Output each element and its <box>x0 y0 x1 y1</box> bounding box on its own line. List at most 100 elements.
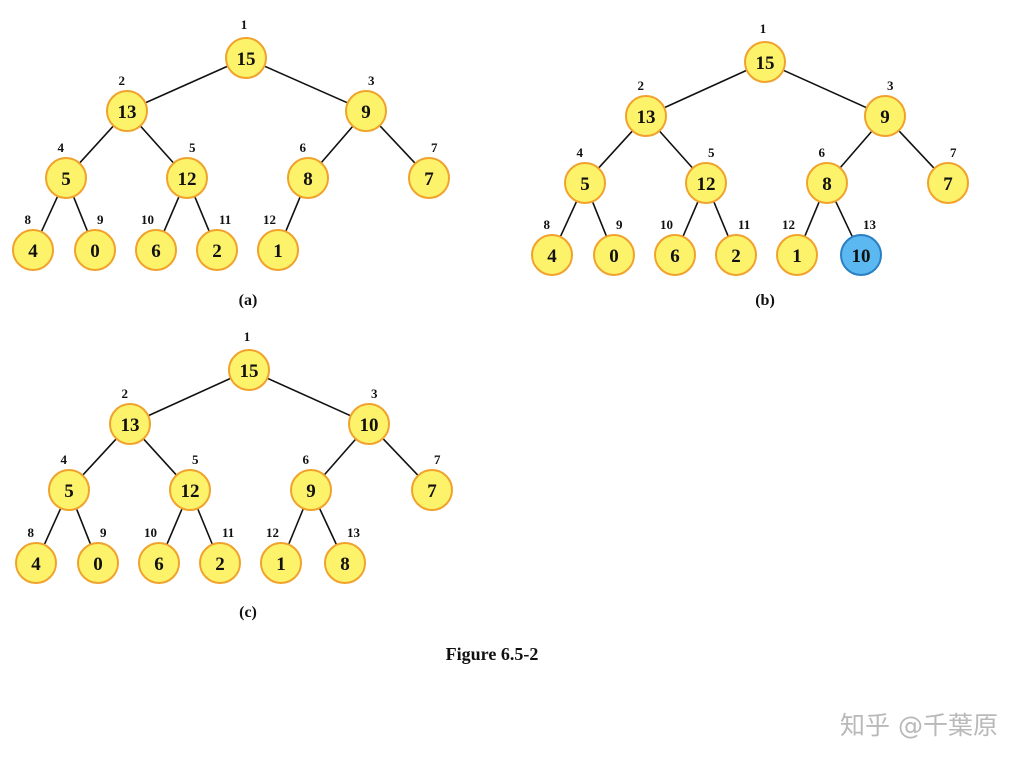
node-circle <box>135 229 177 271</box>
edge-a-4-8 <box>40 195 59 233</box>
node-value: 6 <box>151 241 161 262</box>
heap-node-a-3: 93 <box>345 73 387 132</box>
heap-node-a-5: 125 <box>166 140 208 199</box>
node-value: 1 <box>276 554 286 575</box>
edge-b-2-5 <box>658 130 694 169</box>
heap-node-a-6: 86 <box>287 140 329 199</box>
node-circle <box>531 234 573 276</box>
node-index-label: 10 <box>141 212 154 227</box>
node-circle <box>685 162 727 204</box>
node-circle <box>109 403 151 445</box>
heap-node-c-7: 77 <box>411 452 453 511</box>
node-index-label: 7 <box>950 145 957 160</box>
heap-node-c-9: 09 <box>77 525 119 584</box>
node-circle <box>12 229 54 271</box>
node-circle <box>776 234 818 276</box>
edge-a-5-11 <box>193 196 211 232</box>
node-index-label: 2 <box>638 78 645 93</box>
node-value: 15 <box>237 49 256 70</box>
node-index-label: 7 <box>431 140 438 155</box>
heap-node-b-12: 1 12 <box>776 217 818 276</box>
node-value: 5 <box>580 174 590 195</box>
edge-c-4-8 <box>43 507 62 546</box>
node-circle <box>806 162 848 204</box>
edge-c-1-2 <box>147 377 232 417</box>
edge-c-4-9 <box>75 508 92 545</box>
edge-a-2-5 <box>139 125 175 164</box>
node-value: 4 <box>547 246 557 267</box>
node-value: 8 <box>303 169 313 190</box>
node-circle <box>77 542 119 584</box>
edge-a-2-4 <box>78 125 115 164</box>
heap-node-b-10: 6 10 <box>654 217 696 276</box>
node-index-label: 9 <box>616 217 623 232</box>
heap-node-c-2: 132 <box>109 386 151 445</box>
node-index-label: 2 <box>122 386 129 401</box>
edge-a-4-9 <box>72 196 89 232</box>
node-index-label: 12 <box>782 217 795 232</box>
node-index-label: 11 <box>738 217 750 232</box>
heap-node-a-4: 54 <box>45 140 87 199</box>
node-index-label: 13 <box>347 525 361 540</box>
node-value: 4 <box>28 241 38 262</box>
node-value: 10 <box>852 246 871 267</box>
heap-node-a-8: 48 <box>12 212 54 271</box>
node-circle <box>166 157 208 199</box>
node-value: 2 <box>731 246 741 267</box>
heap-node-b-2: 132 <box>625 78 667 137</box>
heap-node-b-6: 86 <box>806 145 848 204</box>
node-index-label: 6 <box>819 145 826 160</box>
node-value: 1 <box>273 241 283 262</box>
edge-c-6-13 <box>318 507 338 546</box>
node-circle <box>348 403 390 445</box>
node-circle <box>927 162 969 204</box>
node-value: 13 <box>118 102 137 123</box>
node-index-label: 1 <box>244 329 251 344</box>
node-index-label: 10 <box>144 525 157 540</box>
edge-b-6-13 <box>834 200 854 238</box>
node-circle <box>169 469 211 511</box>
node-index-label: 12 <box>263 212 276 227</box>
node-circle <box>196 229 238 271</box>
heap-node-a-1: 15 1 <box>225 17 267 79</box>
edge-b-3-7 <box>898 130 935 169</box>
node-index-label: 10 <box>660 217 673 232</box>
node-index-label: 4 <box>58 140 65 155</box>
edge-b-1-3 <box>782 69 868 109</box>
node-index-label: 11 <box>222 525 234 540</box>
node-value: 6 <box>670 246 680 267</box>
edge-b-5-11 <box>712 201 730 237</box>
node-index-label: 1 <box>760 21 767 36</box>
node-index-label: 8 <box>25 212 32 227</box>
node-index-label: 1 <box>241 17 248 32</box>
node-circle <box>593 234 635 276</box>
node-circle <box>864 95 906 137</box>
node-value: 15 <box>240 361 259 382</box>
heap-node-a-10: 6 10 <box>135 212 177 271</box>
heap-node-c-12: 112 <box>260 525 302 584</box>
heap-node-c-10: 610 <box>138 525 180 584</box>
node-value: 1 <box>792 246 802 267</box>
heap-node-b-4: 54 <box>564 145 606 204</box>
heap-node-b-11: 2 11 <box>715 217 757 276</box>
heap-node-a-7: 77 <box>408 140 450 199</box>
node-value: 12 <box>697 174 716 195</box>
node-index-label: 3 <box>371 386 378 401</box>
edge-b-5-10 <box>682 201 699 237</box>
node-value: 12 <box>181 481 200 502</box>
node-value: 0 <box>90 241 100 262</box>
heap-node-b-9: 09 <box>593 217 635 276</box>
node-circle <box>15 542 57 584</box>
heap-node-b-13: 10 13 <box>840 217 882 276</box>
node-value: 15 <box>756 53 775 74</box>
node-circle <box>45 157 87 199</box>
heap-node-b-3: 93 <box>864 78 906 137</box>
heap-node-c-5: 125 <box>169 452 211 511</box>
edge-a-3-6 <box>320 125 354 164</box>
node-index-label: 13 <box>863 217 877 232</box>
heap-node-b-8: 48 <box>531 217 573 276</box>
node-index-label: 5 <box>708 145 715 160</box>
node-circle <box>324 542 366 584</box>
